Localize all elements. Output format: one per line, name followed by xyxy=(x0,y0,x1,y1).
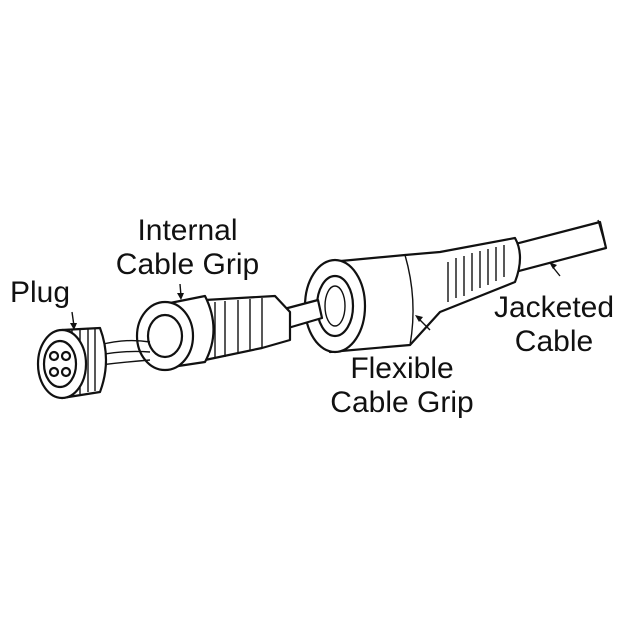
leader-arrows xyxy=(70,262,561,331)
label-line: Cable xyxy=(514,325,594,358)
internal-cable-grip xyxy=(135,294,292,372)
label-line: Internal xyxy=(137,214,238,247)
plug xyxy=(36,326,108,400)
label-jacketed-cable: Jacketed Cable xyxy=(478,291,630,359)
label-line: Cable Grip xyxy=(330,386,474,419)
label-internal-cable-grip: Internal Cable Grip xyxy=(95,214,280,282)
strain-relief-ribs xyxy=(447,245,505,302)
label-line: Flexible xyxy=(350,352,454,385)
label-flexible-cable-grip: Flexible Cable Grip xyxy=(308,352,496,420)
label-line: Jacketed xyxy=(493,291,615,324)
flexible-cable-grip xyxy=(303,236,522,354)
label-line: Cable Grip xyxy=(115,248,260,281)
label-plug: Plug xyxy=(10,276,71,309)
